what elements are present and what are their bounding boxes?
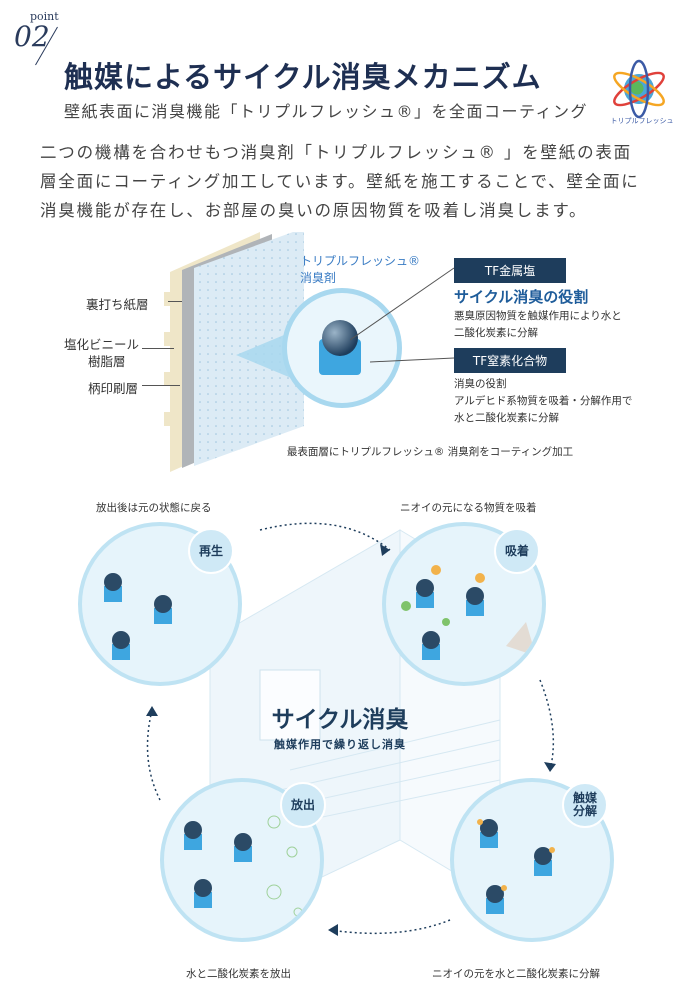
layer-leader-line — [142, 348, 174, 349]
point-label: point — [30, 10, 59, 23]
release-tag: 放出 — [280, 782, 326, 828]
page-subtitle: 壁紙表面に消臭機能「トリプルフレッシュ®」を全面コーティング — [64, 102, 589, 121]
cycle-title: サイクル消臭 — [271, 707, 409, 733]
regen-molecules — [104, 573, 172, 660]
agent-zoom-circle — [282, 288, 402, 408]
decompose-tag-line: 触媒 — [572, 791, 597, 805]
release-label: 水と二酸化炭素を放出 — [186, 968, 291, 980]
agent-molecule-icon — [319, 320, 361, 375]
cycle-arrows — [146, 522, 556, 936]
mechanism-caption: 最表面層にトリプルフレッシュ® 消臭剤をコーティング加工 — [286, 446, 574, 458]
tf-agent-label: トリプルフレッシュ® 消臭剤 — [300, 253, 420, 287]
logo-text: トリプルフレッシュ — [610, 117, 674, 125]
decompose-label: ニオイの元を水と二酸化炭素に分解 — [432, 968, 600, 980]
callout-lines — [350, 267, 455, 363]
decompose-bubble — [450, 778, 614, 942]
intro-line: 層全面にコーティング加工しています。壁紙を施工することで、壁全面に — [40, 172, 640, 191]
adsorb-molecules — [401, 565, 536, 660]
intro-paragraph: 二つの機構を合わせもつ消臭剤「トリプルフレッシュ® 」を壁紙の表面 層全面にコー… — [40, 138, 690, 225]
intro-line: 消臭機能が存在し、お部屋の臭いの原因物質を吸着し消臭します。 — [40, 201, 588, 220]
metal-role-line: 二酸化炭素に分解 — [454, 327, 538, 339]
layer-label-vinyl: 塩化ビニール — [64, 337, 140, 352]
decompose-molecules — [477, 819, 555, 914]
intro-line: 二つの機構を合わせもつ消臭剤「トリプルフレッシュ® 」を壁紙の表面 — [40, 143, 632, 162]
page-title: 触媒によるサイクル消臭メカニズム — [64, 60, 542, 94]
layer-leader-line — [168, 301, 182, 302]
tf-agent-label-type: 消臭剤 — [300, 271, 337, 285]
decompose-tag: 触媒 分解 — [562, 782, 608, 828]
wallpaper-cross-section — [164, 232, 304, 472]
layer-leader-line — [142, 385, 180, 386]
zoom-indicator — [236, 330, 296, 380]
regen-tag: 再生 — [188, 528, 234, 574]
layer-label-back-paper: 裏打ち紙層 — [86, 297, 149, 312]
nitride-role-line: アルデヒド系物質を吸着・分解作用で — [454, 395, 633, 407]
cycle-subtitle: 触媒作用で繰り返し消臭 — [274, 738, 406, 751]
tf-metal-badge: TF金属塩 — [454, 258, 566, 283]
metal-role-line: 悪臭原因物質を触媒作用により水と — [454, 310, 622, 322]
release-bubble — [160, 778, 324, 942]
nitride-role-line: 水と二酸化炭素に分解 — [454, 412, 559, 424]
tf-nitride-badge: TF窒素化合物 — [454, 348, 566, 373]
decompose-tag-line: 分解 — [572, 804, 597, 818]
metal-role-title: サイクル消臭の役割 — [454, 288, 589, 306]
tf-agent-label-name: トリプルフレッシュ® — [300, 254, 421, 268]
release-molecules — [184, 815, 303, 917]
layer-label-print: 柄印刷層 — [88, 381, 139, 396]
layer-label-resin: 樹脂層 — [88, 354, 126, 369]
adsorb-tag: 吸着 — [494, 528, 540, 574]
triple-fresh-logo — [613, 59, 665, 119]
regen-label: 放出後は元の状態に戻る — [96, 502, 212, 514]
adsorb-label: ニオイの元になる物質を吸着 — [400, 502, 537, 514]
nitride-role-line: 消臭の役割 — [454, 378, 507, 390]
